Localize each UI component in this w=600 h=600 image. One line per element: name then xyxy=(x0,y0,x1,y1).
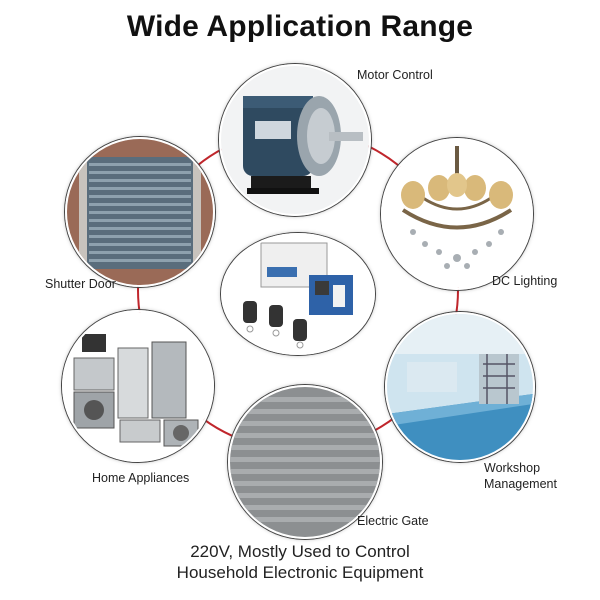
workshop-management-image xyxy=(385,312,535,462)
workshop-management-label-line2: Management xyxy=(484,477,557,491)
shutter-door-image xyxy=(65,137,215,287)
motor-control-label: Motor Control xyxy=(357,68,433,82)
footer-caption: 220V, Mostly Used to Control Household E… xyxy=(0,541,600,583)
electric-gate-label: Electric Gate xyxy=(357,514,429,528)
page-title: Wide Application Range xyxy=(126,10,474,43)
motor-control-image xyxy=(219,64,371,216)
home-appliances-label: Home Appliances xyxy=(92,471,190,485)
relay-module-image xyxy=(221,233,375,355)
footer-line-1: 220V, Mostly Used to Control xyxy=(190,542,410,561)
dc-lighting-image xyxy=(381,138,533,290)
home-appliances-image xyxy=(62,310,214,462)
footer-line-2: Household Electronic Equipment xyxy=(176,563,424,582)
workshop-management-label-line1: Workshop xyxy=(484,461,541,475)
dc-lighting-label: DC Lighting xyxy=(492,274,558,288)
electric-gate-image xyxy=(228,385,382,539)
shutter-door-label: Shutter Door xyxy=(45,277,116,291)
